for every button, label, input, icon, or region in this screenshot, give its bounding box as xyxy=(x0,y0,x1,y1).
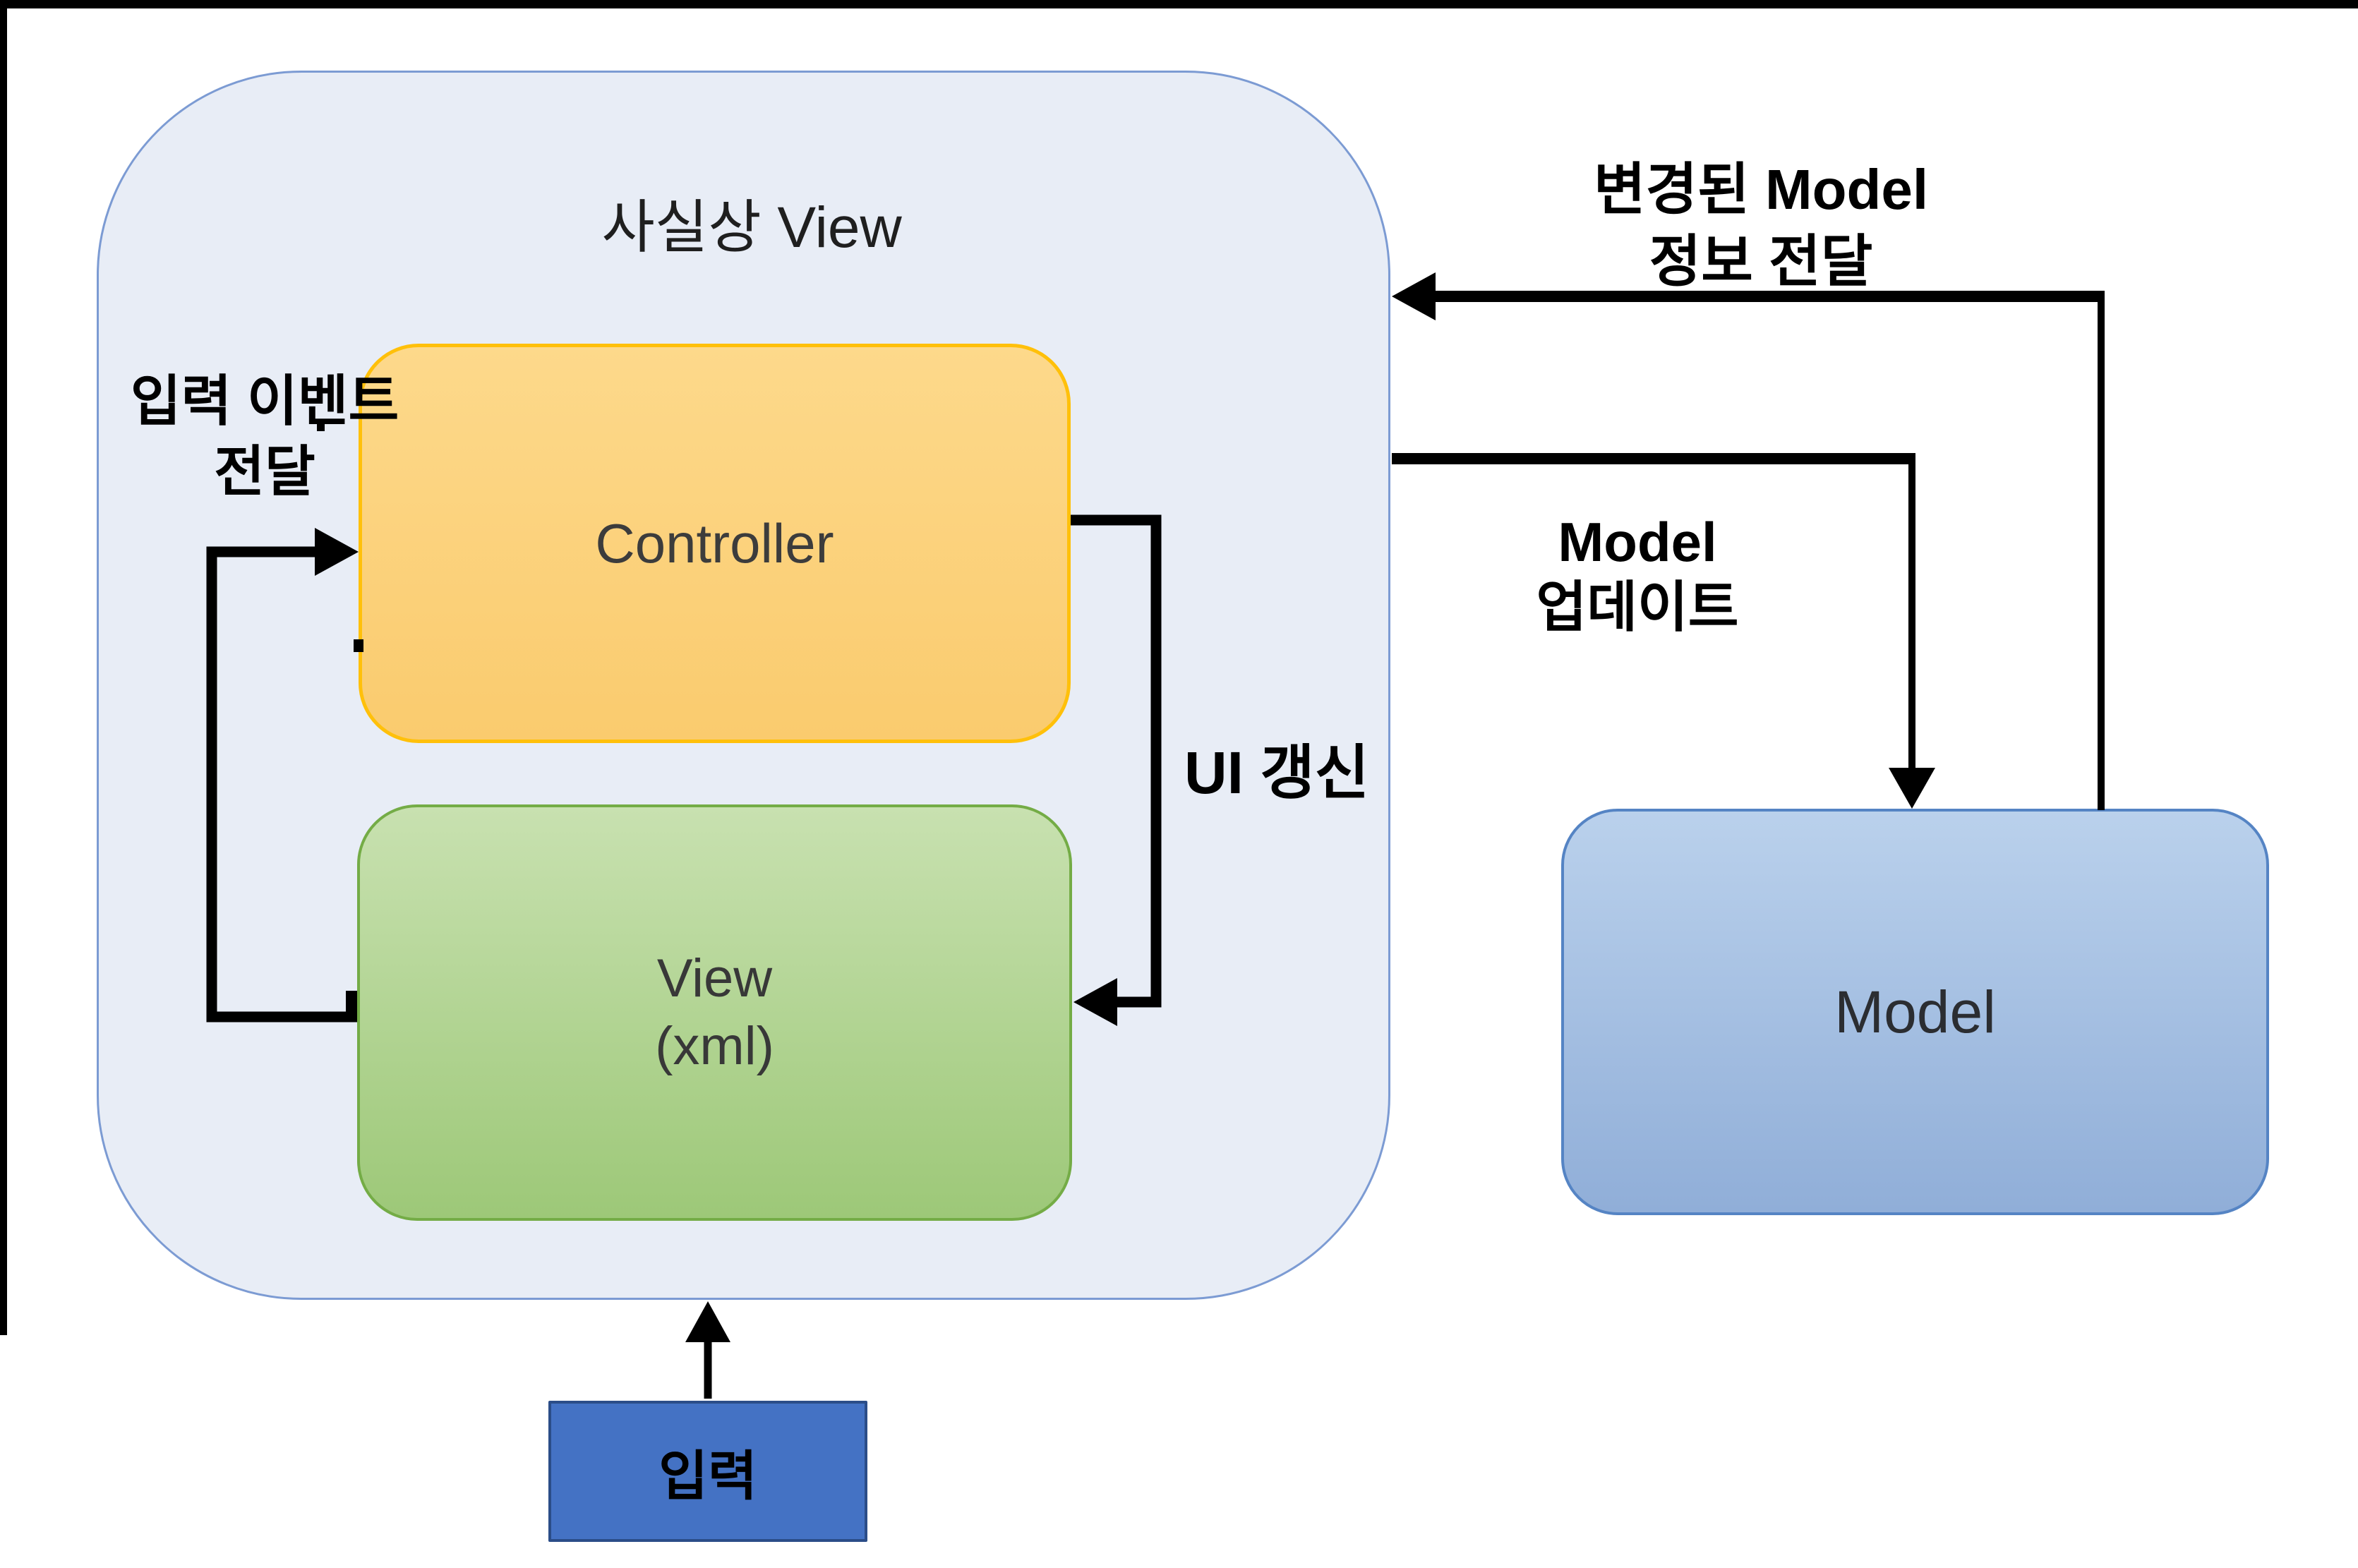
controller-box: Controller xyxy=(359,344,1071,743)
model-update-annotation-line1: Model xyxy=(1558,511,1717,573)
controller-label: Controller xyxy=(595,512,834,574)
input-event-annotation-line1: 입력 이벤트 xyxy=(130,370,399,432)
input-event-annotation-line2: 전달 xyxy=(214,440,315,502)
arrow-changed-model-head xyxy=(1392,272,1436,320)
screenshot-frame-top xyxy=(0,0,2358,8)
changed-model-annotation-line1: 변경된 Model xyxy=(1593,158,1929,221)
ui-update-annotation: UI 갱신 xyxy=(1184,740,1369,806)
model-label: Model xyxy=(1834,978,1996,1045)
changed-model-annotation: 변경된 Model 정보 전달 xyxy=(1594,154,1928,298)
screenshot-frame-left xyxy=(0,0,7,1335)
arrow-model-update-head xyxy=(1889,768,1935,809)
arrow-input-head xyxy=(685,1301,730,1342)
view-label: View xyxy=(656,948,773,1008)
virtual-view-title: 사실상 View xyxy=(601,195,902,260)
changed-model-annotation-line2: 정보 전달 xyxy=(1649,230,1873,293)
input-label: 입력 xyxy=(658,1447,757,1507)
model-box: Model xyxy=(1561,809,2269,1215)
input-event-annotation: 입력 이벤트 전달 xyxy=(131,366,399,507)
view-box: View (xml) xyxy=(357,804,1072,1221)
view-sublabel: (xml) xyxy=(655,1016,774,1076)
input-box: 입력 xyxy=(548,1401,867,1542)
model-update-annotation: Model 업데이트 xyxy=(1536,509,1738,639)
model-update-annotation-line2: 업데이트 xyxy=(1536,576,1739,638)
